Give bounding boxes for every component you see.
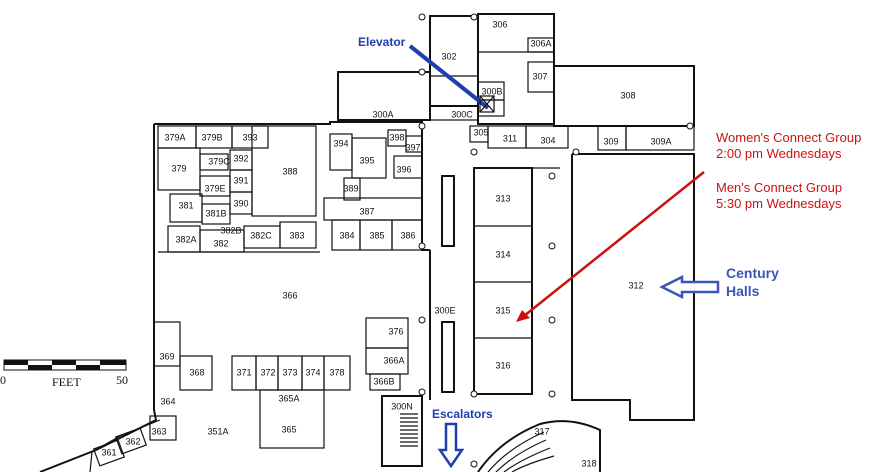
room-label-386: 386 bbox=[400, 230, 415, 240]
room-label-369: 369 bbox=[159, 351, 174, 361]
room-label-307: 307 bbox=[532, 71, 547, 81]
room-label-365: 365 bbox=[281, 424, 296, 434]
room-label-396: 396 bbox=[396, 164, 411, 174]
room-label-309: 309 bbox=[603, 136, 618, 146]
room-label-300n: 300N bbox=[391, 401, 413, 411]
elevator-label: Elevator bbox=[358, 35, 406, 49]
room-label-395: 395 bbox=[359, 155, 374, 165]
room-label-381: 381 bbox=[178, 200, 193, 210]
room-label-316: 316 bbox=[495, 360, 510, 370]
room-label-366b: 366B bbox=[373, 376, 394, 386]
room-label-382b: 382B bbox=[220, 225, 241, 235]
room-label-382c: 382C bbox=[250, 230, 272, 240]
room-label-368: 368 bbox=[189, 367, 204, 377]
room-label-351a: 351A bbox=[207, 426, 228, 436]
connect-group-pointer bbox=[523, 171, 705, 317]
room-label-390: 390 bbox=[233, 198, 248, 208]
room-label-372: 372 bbox=[260, 367, 275, 377]
room-label-379a: 379A bbox=[164, 132, 185, 142]
room-label-315: 315 bbox=[495, 305, 510, 315]
room-label-300b: 300B bbox=[481, 86, 502, 96]
left-arrow-icon bbox=[659, 274, 720, 300]
century-halls-line1: Century bbox=[726, 265, 779, 281]
room-label-391: 391 bbox=[233, 175, 248, 185]
room-label-397: 397 bbox=[405, 142, 420, 152]
room-label-300e: 300E bbox=[434, 305, 455, 315]
room-label-378: 378 bbox=[329, 367, 344, 377]
room-label-373: 373 bbox=[282, 367, 297, 377]
stair-300n bbox=[400, 413, 418, 447]
room-label-394: 394 bbox=[333, 138, 348, 148]
scale-start: 0 bbox=[0, 373, 6, 387]
room-label-379e: 379E bbox=[204, 183, 225, 193]
room-label-382a: 382A bbox=[175, 234, 196, 244]
room-label-300c: 300C bbox=[451, 109, 473, 119]
room-label-313: 313 bbox=[495, 193, 510, 203]
escalators-callout: Escalators bbox=[432, 407, 493, 469]
room-label-306: 306 bbox=[492, 19, 507, 29]
room-label-379: 379 bbox=[171, 163, 186, 173]
connect-groups-callout: Women's Connect Group 2:00 pm Wednesdays… bbox=[516, 130, 861, 322]
room-label-382: 382 bbox=[213, 238, 228, 248]
century-halls-callout: Century Halls bbox=[659, 265, 779, 300]
elevator-pointer bbox=[408, 44, 490, 110]
room-label-385: 385 bbox=[369, 230, 384, 240]
room-label-309a: 309A bbox=[650, 136, 671, 146]
room-label-379b: 379B bbox=[201, 132, 222, 142]
room-label-374: 374 bbox=[305, 367, 320, 377]
connect-group-arrowhead-icon bbox=[516, 310, 530, 322]
room-label-304: 304 bbox=[540, 135, 555, 145]
men-group-line1: Men's Connect Group bbox=[716, 180, 842, 195]
room-label-381b: 381B bbox=[205, 208, 226, 218]
room-label-363: 363 bbox=[151, 426, 166, 436]
escalators-label: Escalators bbox=[432, 407, 493, 421]
room-label-376: 376 bbox=[388, 326, 403, 336]
room-label-383: 383 bbox=[289, 230, 304, 240]
scale-unit: FEET bbox=[52, 375, 81, 389]
room-label-393: 393 bbox=[242, 132, 257, 142]
room-label-388: 388 bbox=[282, 166, 297, 176]
room-label-371: 371 bbox=[236, 367, 251, 377]
room-label-364: 364 bbox=[160, 396, 175, 406]
room-label-398: 398 bbox=[389, 132, 404, 142]
walls bbox=[39, 13, 695, 472]
room-label-392: 392 bbox=[233, 153, 248, 163]
room-label-305: 305 bbox=[473, 127, 488, 137]
women-group-line1: Women's Connect Group bbox=[716, 130, 861, 145]
scale-bar: 0 FEET 50 bbox=[0, 359, 128, 389]
room-label-317: 317 bbox=[534, 426, 549, 436]
room-label-365a: 365A bbox=[278, 393, 299, 403]
century-halls-line2: Halls bbox=[726, 283, 760, 299]
room-label-314: 314 bbox=[495, 249, 510, 259]
room-label-379c: 379C bbox=[208, 156, 230, 166]
room-label-318: 318 bbox=[581, 458, 596, 468]
women-group-line2: 2:00 pm Wednesdays bbox=[716, 146, 842, 161]
room-label-387: 387 bbox=[359, 206, 374, 216]
room-label-302: 302 bbox=[441, 51, 456, 61]
men-group-line2: 5:30 pm Wednesdays bbox=[716, 196, 842, 211]
room-label-362: 362 bbox=[125, 436, 140, 446]
scale-end: 50 bbox=[116, 373, 128, 387]
room-label-366a: 366A bbox=[383, 355, 404, 365]
room-label-389: 389 bbox=[343, 183, 358, 193]
column-markers bbox=[418, 13, 694, 468]
room-label-300a: 300A bbox=[372, 109, 393, 119]
room-label-366: 366 bbox=[282, 290, 297, 300]
elevator-callout: Elevator bbox=[358, 35, 495, 113]
elevator-box-icon bbox=[479, 95, 495, 113]
room-label-306a: 306A bbox=[530, 38, 551, 48]
room-label-312: 312 bbox=[628, 280, 643, 290]
down-arrow-icon bbox=[437, 422, 465, 469]
room-label-311: 311 bbox=[503, 133, 517, 143]
room-label-361: 361 bbox=[101, 447, 116, 457]
room-label-384: 384 bbox=[339, 230, 354, 240]
room-label-308: 308 bbox=[620, 90, 635, 100]
